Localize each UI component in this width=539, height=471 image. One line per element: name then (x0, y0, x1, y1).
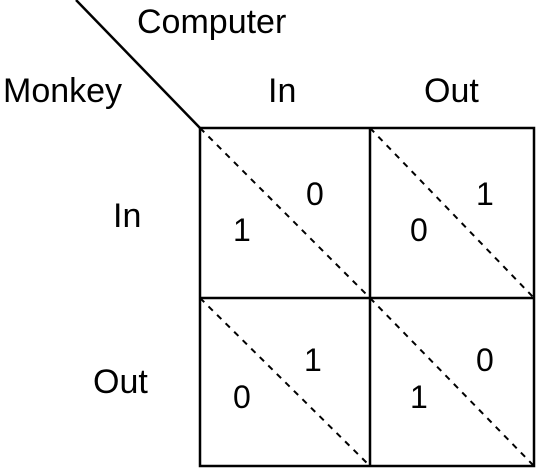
header-diagonal (75, 0, 201, 129)
payoff-computer-out-in: 1 (304, 342, 322, 378)
payoff-monkey-in-in: 1 (233, 212, 251, 248)
payoff-monkey-out-out: 1 (410, 379, 428, 415)
payoff-monkey-in-out: 0 (410, 212, 428, 248)
column-header-in: In (268, 72, 297, 110)
column-header-out: Out (424, 72, 479, 110)
column-player-label: Computer (137, 3, 287, 41)
cell-diagonal-out-out (369, 297, 535, 467)
row-header-out: Out (93, 363, 148, 401)
payoff-computer-in-in: 0 (306, 176, 324, 212)
row-player-label: Monkey (3, 72, 123, 110)
payoff-monkey-out-in: 0 (233, 379, 251, 415)
cell-diagonal-in-out (369, 127, 535, 299)
cell-diagonal-in-in (199, 127, 371, 299)
payoff-computer-out-out: 0 (476, 342, 494, 378)
row-header-in: In (113, 197, 142, 235)
cell-diagonal-out-in (199, 297, 371, 467)
payoff-computer-in-out: 1 (476, 176, 494, 212)
